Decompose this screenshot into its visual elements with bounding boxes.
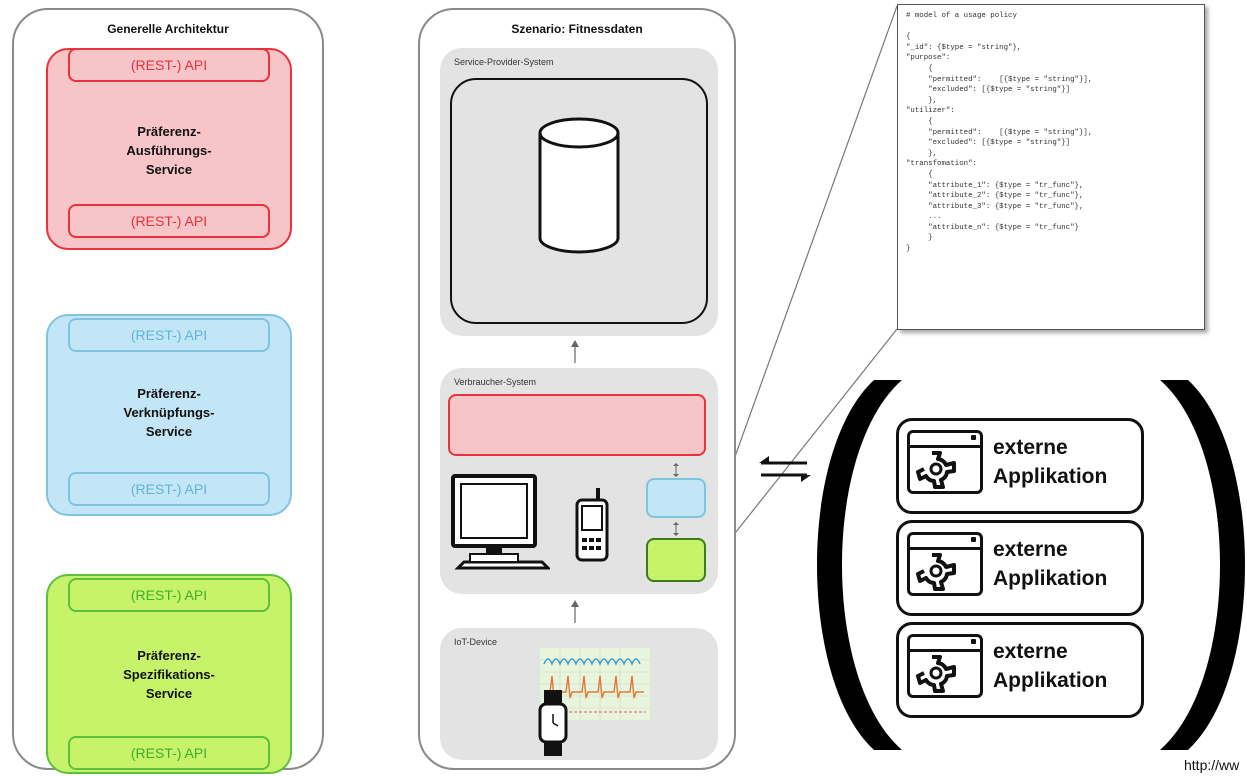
- service-name: Präferenz- Spezifikations- Service: [123, 648, 215, 701]
- api-label-top: (REST-) API: [68, 48, 270, 82]
- application-gear-icon: [907, 430, 983, 494]
- api-label-bottom: (REST-) API: [68, 204, 270, 238]
- consumer-blue-component: [646, 478, 706, 518]
- preference-specification-service: (REST-) API Präferenz- Spezifikations- S…: [46, 574, 292, 774]
- database-cylinder-icon: [538, 117, 620, 254]
- zoom-line-top: [704, 5, 898, 541]
- api-label-bottom: (REST-) API: [68, 472, 270, 506]
- consumer-system: Verbraucher-System: [440, 368, 718, 594]
- up-arrow: [571, 340, 579, 363]
- zoom-line-bottom: [704, 328, 898, 572]
- subsystem-label: Verbraucher-System: [454, 377, 537, 387]
- general-architecture-panel: Generelle Architektur (REST-) API Präfer…: [12, 8, 324, 774]
- iot-device: IoT-Device: [440, 628, 718, 760]
- consumer-red-component: [448, 394, 706, 456]
- fitness-data-scenario-panel: Szenario: Fitnessdaten Service-Provider-…: [418, 8, 736, 770]
- exchange-arrows-icon: [759, 456, 811, 482]
- preference-linking-service: (REST-) API Präferenz- Verknüpfungs- Ser…: [46, 314, 292, 516]
- small-double-arrow: [673, 522, 679, 536]
- desktop-computer-icon: [451, 474, 550, 570]
- small-double-arrow: [673, 463, 679, 477]
- subsystem-label: IoT-Device: [454, 637, 498, 647]
- consumer-green-component: [646, 538, 706, 582]
- service-name: Präferenz- Verknüpfungs- Service: [123, 386, 215, 439]
- usage-policy-code: # model of a usage policy { "_id": {$typ…: [906, 12, 1093, 254]
- api-label-top: (REST-) API: [68, 318, 270, 352]
- preference-execution-service: (REST-) API Präferenz- Ausführungs- Serv…: [46, 48, 292, 250]
- up-arrow: [571, 600, 579, 623]
- usage-policy-code-box: # model of a usage policy { "_id": {$typ…: [897, 4, 1205, 330]
- panel-title: Szenario: Fitnessdaten: [511, 22, 643, 36]
- application-gear-icon: [907, 532, 983, 596]
- service-provider-system: Service-Provider-System: [440, 48, 718, 336]
- application-gear-icon: [907, 634, 983, 698]
- api-label-top: (REST-) API: [68, 578, 270, 612]
- subsystem-label: Service-Provider-System: [454, 57, 554, 67]
- left-bracket: [817, 380, 902, 750]
- server-frame: [450, 78, 708, 324]
- source-url: http://ww: [1184, 757, 1240, 773]
- smartwatch-icon: [538, 690, 568, 756]
- mobile-phone-icon: [575, 488, 609, 562]
- service-name: Präferenz- Ausführungs- Service: [126, 124, 212, 177]
- api-label-bottom: (REST-) API: [68, 736, 270, 770]
- heart-rate-chart-icon: [540, 648, 650, 720]
- right-bracket: [1160, 380, 1245, 750]
- panel-title: Generelle Architektur: [107, 22, 229, 36]
